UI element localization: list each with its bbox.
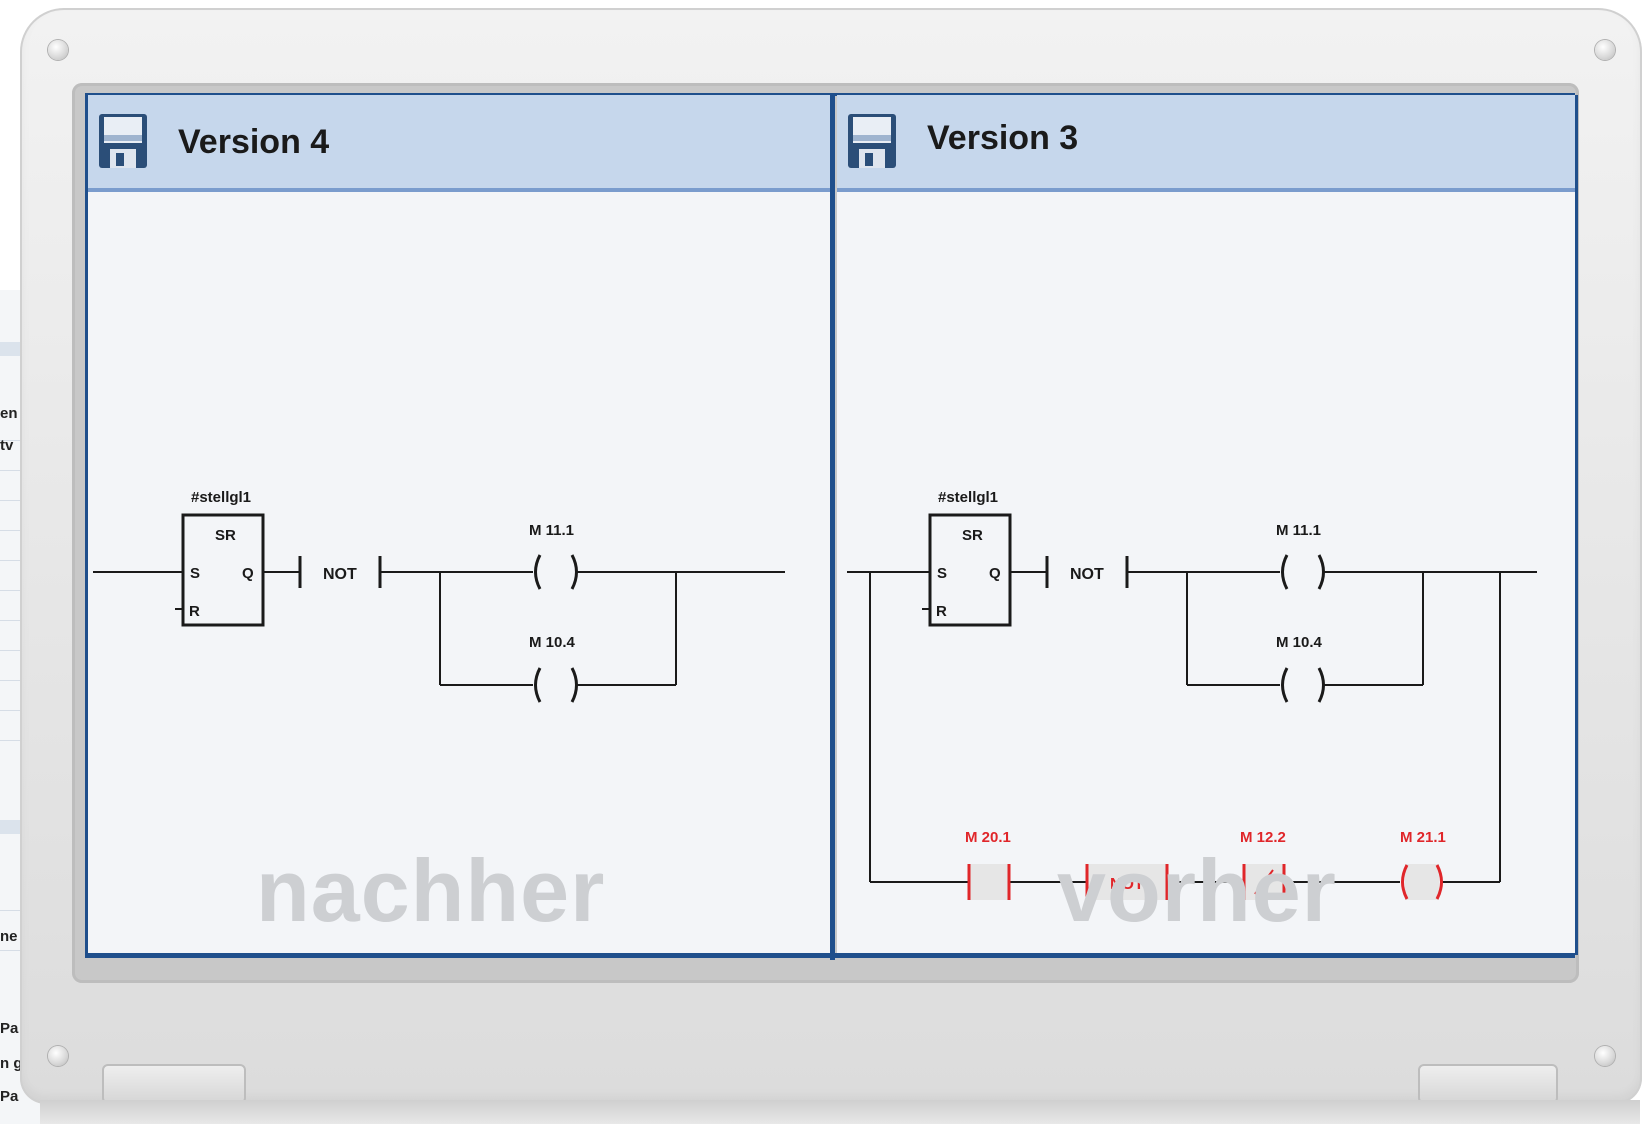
panel-title: Version 4: [178, 123, 330, 161]
screen-top-border: [85, 93, 1575, 96]
block-output-label: Q: [242, 565, 254, 582]
monitor-base: [40, 1100, 1640, 1124]
screw-icon: [1595, 1046, 1615, 1066]
sr-block: [181, 513, 265, 627]
screw-icon: [1595, 40, 1615, 60]
panel-divider: [830, 95, 835, 960]
contact-label: M 12.2: [1240, 829, 1286, 846]
panel-header: Version 4: [88, 95, 835, 192]
watermark-label: vorher: [1057, 841, 1337, 940]
version-panel-before: Version 3: [837, 95, 1578, 955]
not-label: NOT: [1110, 876, 1144, 893]
block-input-set-label: S: [190, 565, 200, 582]
not-label: NOT: [1070, 566, 1104, 583]
screw-icon: [48, 40, 68, 60]
coil-label: M 21.1: [1400, 829, 1446, 846]
version-panel-after: Version 4: [85, 95, 835, 955]
contact-label: M 20.1: [965, 829, 1011, 846]
panel-header: Version 3: [837, 95, 1575, 192]
monitor-foot: [1418, 1064, 1558, 1104]
screw-icon: [48, 1046, 68, 1066]
block-input-set-label: S: [937, 565, 947, 582]
background-text-fragment: tv: [0, 437, 14, 454]
watermark-label: nachher: [256, 841, 606, 940]
background-text-fragment: Pa: [0, 1088, 19, 1105]
block-type-label: SR: [215, 527, 236, 544]
floppy-disk-icon[interactable]: [98, 113, 148, 169]
monitor-foot: [102, 1064, 246, 1104]
block-output-label: Q: [989, 565, 1001, 582]
coil-label: M 11.1: [1276, 522, 1321, 539]
coil-label: M 11.1: [529, 522, 574, 539]
ladder-diagram: #stellgl1 SR S Q R NOT M 11.1 M 10.4: [93, 489, 785, 703]
panel-title: Version 3: [927, 119, 1079, 157]
background-text-fragment: ne: [0, 928, 18, 945]
screen-bottom-border: [85, 953, 1575, 958]
added-rung: [967, 864, 1443, 900]
block-input-reset-label: R: [189, 603, 200, 620]
block-name-label: #stellgl1: [191, 489, 251, 506]
background-text-fragment: en: [0, 405, 18, 422]
ladder-diagram: #stellgl1 SR S Q R NOT M 11.1 M 10.4 M 2…: [847, 489, 1537, 900]
block-name-label: #stellgl1: [938, 489, 998, 506]
block-input-reset-label: R: [936, 603, 947, 620]
background-text-fragment: n g: [0, 1055, 23, 1072]
sr-block: [928, 513, 1012, 627]
not-label: NOT: [323, 566, 357, 583]
floppy-disk-icon[interactable]: [847, 113, 897, 169]
block-type-label: SR: [962, 527, 983, 544]
coil-label: M 10.4: [1276, 634, 1323, 651]
coil-label: M 10.4: [529, 634, 576, 651]
background-text-fragment: Pa: [0, 1020, 19, 1037]
